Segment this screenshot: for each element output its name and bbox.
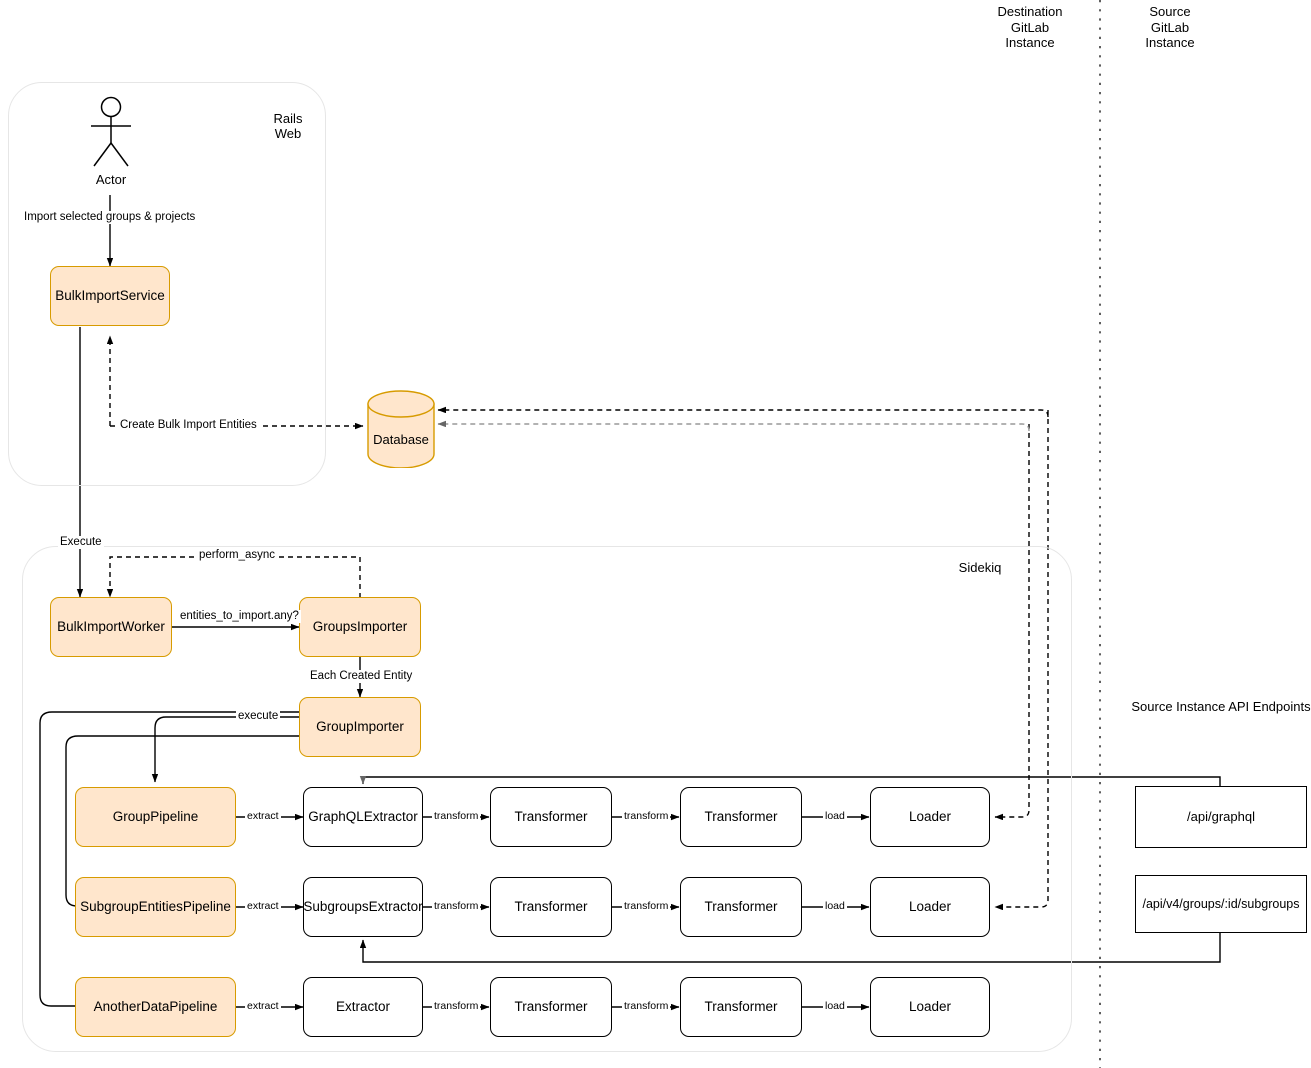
node-graphql-extractor[interactable]: GraphQLExtractor — [303, 787, 423, 847]
zone-rails-web-label: Rails Web — [273, 111, 303, 142]
edge-label-transform-r3-2: transform — [622, 1000, 671, 1013]
edge-label-transform-r2-2: transform — [622, 900, 671, 913]
node-bulk-import-worker[interactable]: BulkImportWorker — [50, 597, 172, 657]
edge-label-extract-r1: extract — [245, 810, 281, 823]
api-endpoint-subgroups[interactable]: /api/v4/groups/:id/subgroups — [1135, 875, 1307, 933]
edge-label-execute-pipeline: execute — [236, 710, 281, 723]
node-loader-r3[interactable]: Loader — [870, 977, 990, 1037]
edge-label-transform-r1-1: transform — [432, 810, 481, 823]
destination-instance-label: Destination GitLab Instance — [997, 4, 1063, 51]
node-transformer-r2-1[interactable]: Transformer — [490, 877, 612, 937]
edge-label-load-r3: load — [823, 1000, 847, 1013]
edge-label-execute: Execute — [58, 536, 104, 549]
edge-label-create-bulk-import-entities: Create Bulk Import Entities — [118, 419, 259, 432]
node-transformer-r2-2[interactable]: Transformer — [680, 877, 802, 937]
zone-sidekiq-label: Sidekiq — [958, 560, 1002, 575]
node-loader-r1[interactable]: Loader — [870, 787, 990, 847]
node-transformer-r3-2[interactable]: Transformer — [680, 977, 802, 1037]
api-endpoint-graphql[interactable]: /api/graphql — [1135, 786, 1307, 848]
edge-label-transform-r2-1: transform — [432, 900, 481, 913]
source-instance-label: Source GitLab Instance — [1145, 4, 1195, 51]
edge-label-entities-to-import: entities_to_import.any? — [178, 610, 301, 623]
edge-label-extract-r3: extract — [245, 1000, 281, 1013]
node-group-pipeline[interactable]: GroupPipeline — [75, 787, 236, 847]
node-bulk-import-service[interactable]: BulkImportService — [50, 266, 170, 326]
zone-sidekiq — [22, 546, 1072, 1052]
node-group-importer[interactable]: GroupImporter — [299, 697, 421, 757]
edge-label-perform-async: perform_async — [197, 549, 278, 562]
node-transformer-r3-1[interactable]: Transformer — [490, 977, 612, 1037]
node-another-data-pipeline[interactable]: AnotherDataPipeline — [75, 977, 236, 1037]
actor-icon — [84, 96, 138, 170]
edge-label-load-r2: load — [823, 900, 847, 913]
edge-label-load-r1: load — [823, 810, 847, 823]
source-api-endpoints-label: Source Instance API Endpoints — [1131, 699, 1311, 714]
edge-label-transform-r3-1: transform — [432, 1000, 481, 1013]
node-transformer-r1-2[interactable]: Transformer — [680, 787, 802, 847]
edge-label-import-selected: Import selected groups & projects — [22, 211, 198, 224]
actor-label: Actor — [95, 172, 127, 187]
edge-label-extract-r2: extract — [245, 900, 281, 913]
node-extractor-r3[interactable]: Extractor — [303, 977, 423, 1037]
edge-label-transform-r1-2: transform — [622, 810, 671, 823]
zone-rails-web — [8, 82, 326, 486]
edge-label-each-created-entity: Each Created Entity — [308, 670, 415, 683]
node-subgroups-extractor[interactable]: SubgroupsExtractor — [303, 877, 423, 937]
node-groups-importer[interactable]: GroupsImporter — [299, 597, 421, 657]
database-icon — [366, 390, 436, 469]
node-subgroup-entities-pipeline[interactable]: SubgroupEntitiesPipeline — [75, 877, 236, 937]
node-loader-r2[interactable]: Loader — [870, 877, 990, 937]
node-transformer-r1-1[interactable]: Transformer — [490, 787, 612, 847]
